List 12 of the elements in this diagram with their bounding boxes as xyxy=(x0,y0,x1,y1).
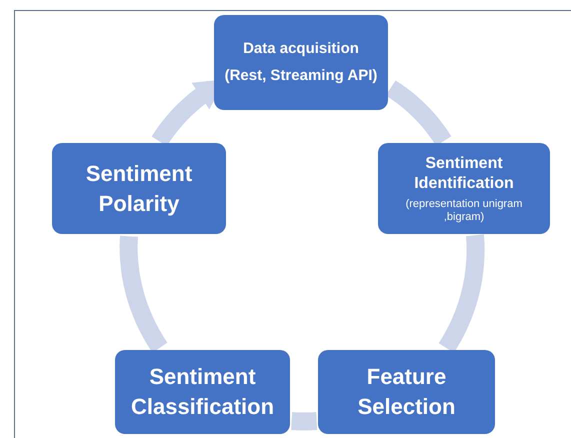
process-box xyxy=(214,15,388,110)
process-box xyxy=(378,143,550,234)
step-title: Sentiment Polarity xyxy=(84,160,194,218)
process-box xyxy=(52,143,226,234)
process-box xyxy=(318,350,495,434)
process-box xyxy=(115,350,290,434)
step-title: Feature Selection xyxy=(356,363,456,421)
step-detail: (representation unigram ,bigram) xyxy=(404,198,524,224)
step-title: Data acquisition xyxy=(243,39,359,59)
step-detail: (Rest, Streaming API) xyxy=(224,66,378,86)
step-title: Sentiment Classification xyxy=(130,363,276,421)
step-title: Sentiment Identification xyxy=(413,154,515,194)
